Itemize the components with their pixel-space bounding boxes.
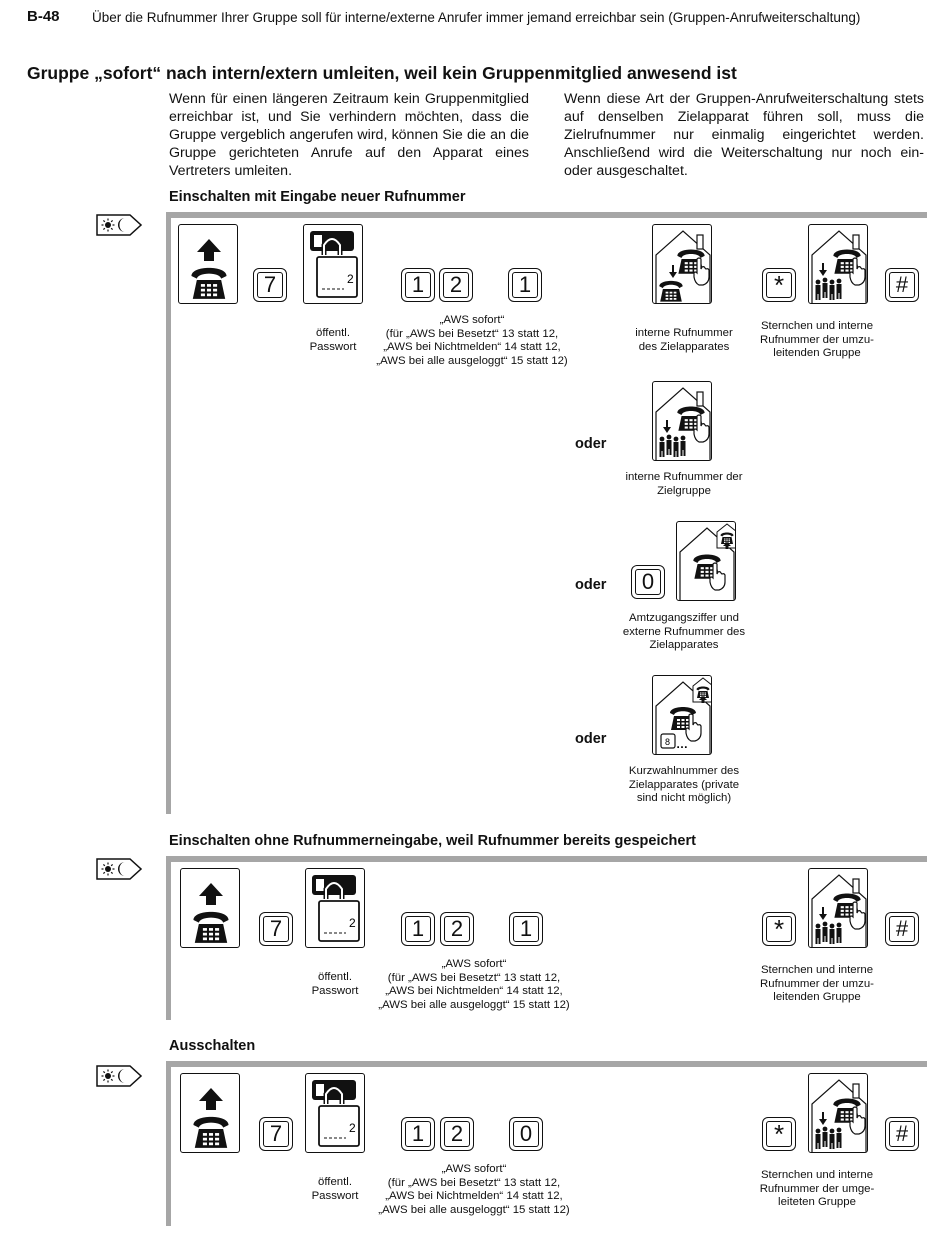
- group-house-icon: [808, 868, 868, 948]
- page-title: Gruppe „sofort“ nach intern/extern umlei…: [27, 63, 737, 83]
- password-lock-icon: 2: [303, 224, 363, 304]
- procedure-panel-with-number: [166, 212, 927, 814]
- oder-label: oder: [575, 436, 607, 452]
- external-line-house-icon: [676, 521, 736, 601]
- internal-phone-house-icon: [652, 224, 712, 304]
- procedure-panel-deactivate: [166, 1061, 927, 1226]
- lift-handset-icon: [180, 1073, 240, 1153]
- key-hash: #: [885, 268, 919, 302]
- key-hash: #: [885, 1117, 919, 1151]
- key-0: 0: [509, 1117, 543, 1151]
- intro-left-paragraph: Wenn für einen längeren Zeitraum kein Gr…: [169, 91, 529, 179]
- oder-label: oder: [575, 731, 607, 747]
- key-2: 2: [440, 1117, 474, 1151]
- caption-password: öffentl.Passwort: [309, 327, 357, 353]
- day-night-mode-icon: [96, 1065, 143, 1092]
- key-1: 1: [401, 912, 435, 946]
- svg-text:2: 2: [349, 916, 356, 930]
- key-1: 1: [401, 1117, 435, 1151]
- caption-password: öffentl.Passwort: [311, 1176, 359, 1202]
- intro-right-paragraph: Wenn diese Art der Gruppen-Anrufweitersc…: [564, 91, 924, 179]
- key-0: 0: [631, 565, 665, 599]
- section-heading-deactivate: Ausschalten: [169, 1038, 256, 1054]
- key-7: 7: [259, 912, 293, 946]
- caption-aws-code: „AWS sofort“(für „AWS bei Besetzt“ 13 st…: [376, 314, 568, 367]
- lift-handset-icon: [178, 224, 238, 304]
- svg-text:8: 8: [665, 737, 670, 747]
- key-1: 1: [401, 268, 435, 302]
- page-number: B-48: [27, 8, 60, 25]
- speed-dial-house-icon: 8 …: [652, 675, 712, 755]
- group-house-icon: [808, 224, 868, 304]
- procedure-panel-without-number: [166, 856, 927, 1020]
- svg-text:2: 2: [347, 272, 354, 286]
- key-7: 7: [259, 1117, 293, 1151]
- key-star: *: [762, 912, 796, 946]
- oder-label: oder: [575, 577, 607, 593]
- key-star: *: [762, 1117, 796, 1151]
- password-lock-icon: 2: [305, 868, 365, 948]
- section-heading-with-number: Einschalten mit Eingabe neuer Rufnummer: [169, 189, 466, 205]
- section-heading-without-number: Einschalten ohne Rufnummerneingabe, weil…: [169, 833, 696, 849]
- group-house-icon: [808, 1073, 868, 1153]
- svg-text:…: …: [676, 737, 688, 751]
- caption-aws-code: „AWS sofort“(für „AWS bei Besetzt“ 13 st…: [378, 958, 570, 1011]
- password-lock-icon: 2: [305, 1073, 365, 1153]
- key-2: 2: [439, 268, 473, 302]
- day-night-mode-icon: [96, 214, 143, 241]
- key-1: 1: [509, 912, 543, 946]
- key-hash: #: [885, 912, 919, 946]
- running-title: Über die Rufnummer Ihrer Gruppe soll für…: [92, 10, 861, 25]
- key-2: 2: [440, 912, 474, 946]
- lift-handset-icon: [180, 868, 240, 948]
- key-star: *: [762, 268, 796, 302]
- day-night-mode-icon: [96, 858, 143, 885]
- caption-password: öffentl.Passwort: [311, 971, 359, 997]
- key-7: 7: [253, 268, 287, 302]
- key-1: 1: [508, 268, 542, 302]
- svg-text:2: 2: [349, 1121, 356, 1135]
- target-group-house-icon: [652, 381, 712, 461]
- caption-aws-code: „AWS sofort“(für „AWS bei Besetzt“ 13 st…: [378, 1163, 570, 1216]
